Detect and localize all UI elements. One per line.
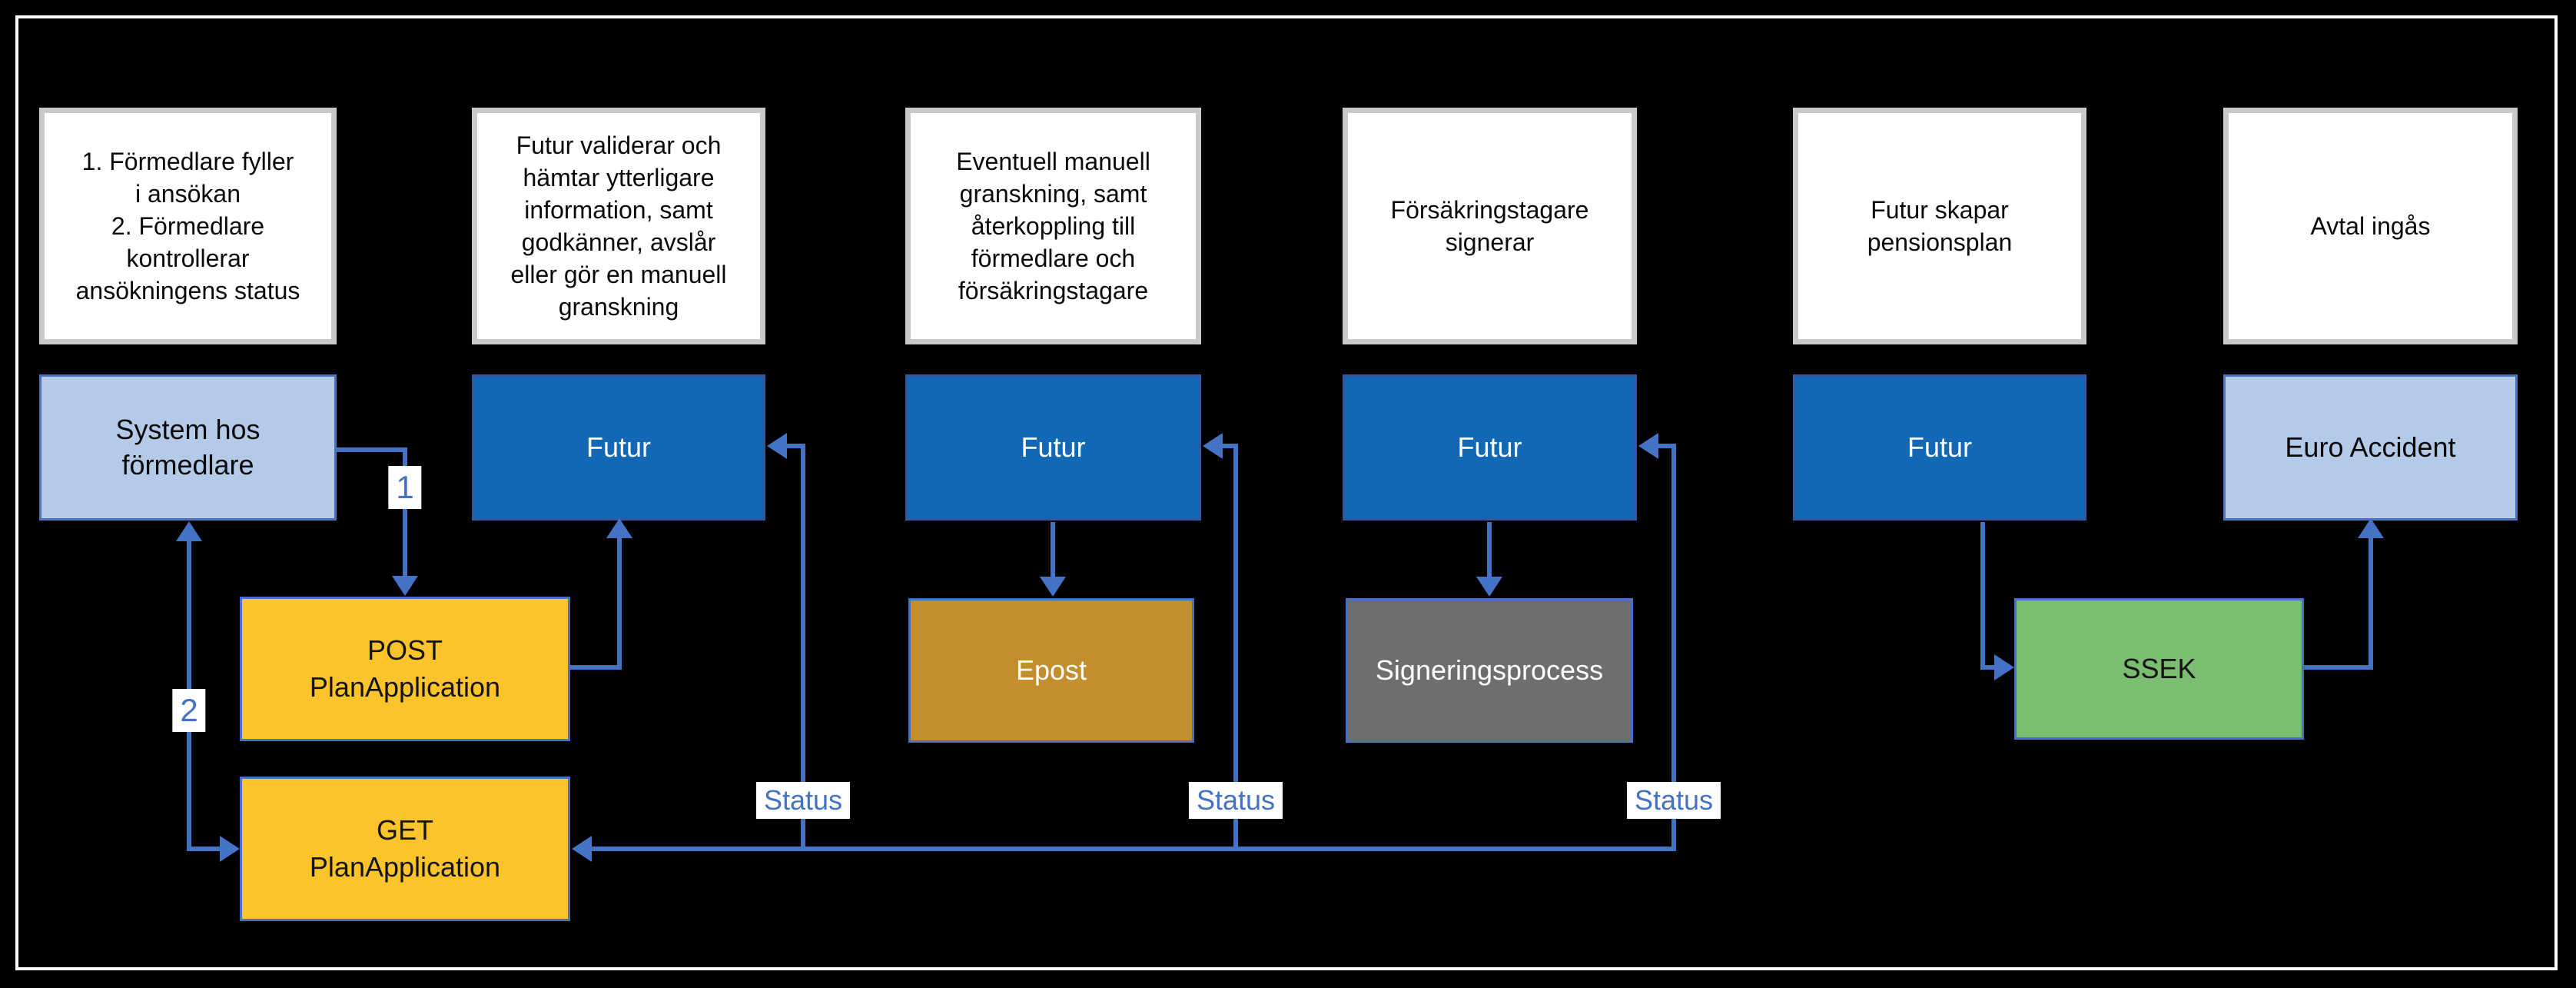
actor-label: Futur <box>1457 431 1522 463</box>
edge-futur-to-ssek-v <box>1980 522 1985 670</box>
process-label: Signeringsprocess <box>1375 654 1604 686</box>
process-epost: Epost <box>908 598 1194 743</box>
status-line-2-h <box>1221 444 1238 448</box>
note-text: Futur skapar pensionsplan <box>1867 196 2013 256</box>
actor-label: Futur <box>586 431 652 463</box>
edge-system-to-post-arrowhead <box>392 576 418 596</box>
edge-system-to-get-arrowhead <box>220 836 240 862</box>
actor-euro-accident: Euro Accident <box>2223 374 2518 521</box>
actor-label: Euro Accident <box>2285 431 2456 463</box>
note-avtal-ingas: Avtal ingås <box>2223 108 2518 344</box>
process-ssek: SSEK <box>2014 598 2304 740</box>
note-text: Futur validerar och hämtar ytterligare i… <box>510 131 727 321</box>
process-label: POST PlanApplication <box>309 634 501 703</box>
edge-label-1: 1 <box>388 466 422 509</box>
edge-get-to-system-arrowhead <box>176 521 202 541</box>
edge-ssek-to-euro-arrowhead <box>2358 518 2384 538</box>
status-label-1: Status <box>755 782 851 819</box>
actor-label: Futur <box>1021 431 1086 463</box>
actor-futur-1: Futur <box>472 374 765 521</box>
process-signeringsprocess: Signeringsprocess <box>1346 598 1633 743</box>
status-label-3: Status <box>1626 782 1721 819</box>
note-text: Försäkringstagare signerar <box>1390 196 1589 256</box>
status-line-2-v <box>1233 444 1238 851</box>
edge-futur-to-epost-v <box>1051 522 1055 577</box>
process-label: GET PlanApplication <box>309 814 501 883</box>
note-futur-validerar: Futur validerar och hämtar ytterligare i… <box>472 108 765 344</box>
edge-ssek-to-euro-v <box>2369 538 2373 670</box>
edge-post-to-futur-arrowhead <box>606 518 632 538</box>
status-arrowhead-futur-2 <box>1203 433 1223 459</box>
note-text: 1. Förmedlare fyller i ansökan 2. Förmed… <box>75 148 300 304</box>
edge-futur-to-signing-v <box>1487 522 1492 577</box>
actor-futur-4: Futur <box>1793 374 2086 521</box>
edge-system-to-get-h <box>187 847 220 851</box>
process-label: SSEK <box>2122 653 2196 684</box>
actor-futur-2: Futur <box>905 374 1201 521</box>
process-get-planapplication: GET PlanApplication <box>240 777 570 921</box>
status-arrowhead-futur-1 <box>767 433 787 459</box>
edge-ssek-to-euro-h <box>2303 665 2373 670</box>
status-line-3-h <box>1657 444 1674 448</box>
process-post-planapplication: POST PlanApplication <box>240 597 570 741</box>
edge-system-to-post-v <box>403 447 407 576</box>
actor-system-hos-formedlare: System hos förmedlare <box>39 374 337 521</box>
outer-frame <box>15 15 2558 970</box>
actor-futur-3: Futur <box>1343 374 1637 521</box>
note-text: Eventuell manuell granskning, samt återk… <box>956 148 1150 304</box>
note-manuell-granskning: Eventuell manuell granskning, samt återk… <box>905 108 1201 344</box>
note-formedlare-steps: 1. Förmedlare fyller i ansökan 2. Förmed… <box>39 108 337 344</box>
edge-status-to-get-arrowhead <box>572 836 592 862</box>
edge-futur-to-signing-arrowhead <box>1476 577 1502 597</box>
status-arrowhead-futur-3 <box>1638 433 1658 459</box>
status-line-1-h <box>785 444 805 448</box>
edge-futur-to-ssek-arrowhead <box>1994 654 2014 680</box>
actor-label: Futur <box>1907 431 1973 463</box>
edge-post-to-futur-v <box>617 538 622 670</box>
edge-label-2: 2 <box>172 689 206 732</box>
edge-post-to-futur-h <box>570 665 622 670</box>
edge-system-to-post-h <box>337 447 407 452</box>
edge-status-to-get-h <box>590 847 1676 851</box>
status-line-3-v <box>1671 444 1676 851</box>
status-line-1-v <box>801 444 805 851</box>
actor-label: System hos förmedlare <box>115 414 261 481</box>
note-forsakringstagare-signerar: Försäkringstagare signerar <box>1343 108 1637 344</box>
note-futur-skapar-pensionsplan: Futur skapar pensionsplan <box>1793 108 2086 344</box>
edge-futur-to-epost-arrowhead <box>1040 577 1066 597</box>
note-text: Avtal ingås <box>2310 212 2431 240</box>
status-label-2: Status <box>1188 782 1283 819</box>
process-label: Epost <box>1015 654 1087 686</box>
edge-futur-to-ssek-h <box>1980 665 1996 670</box>
